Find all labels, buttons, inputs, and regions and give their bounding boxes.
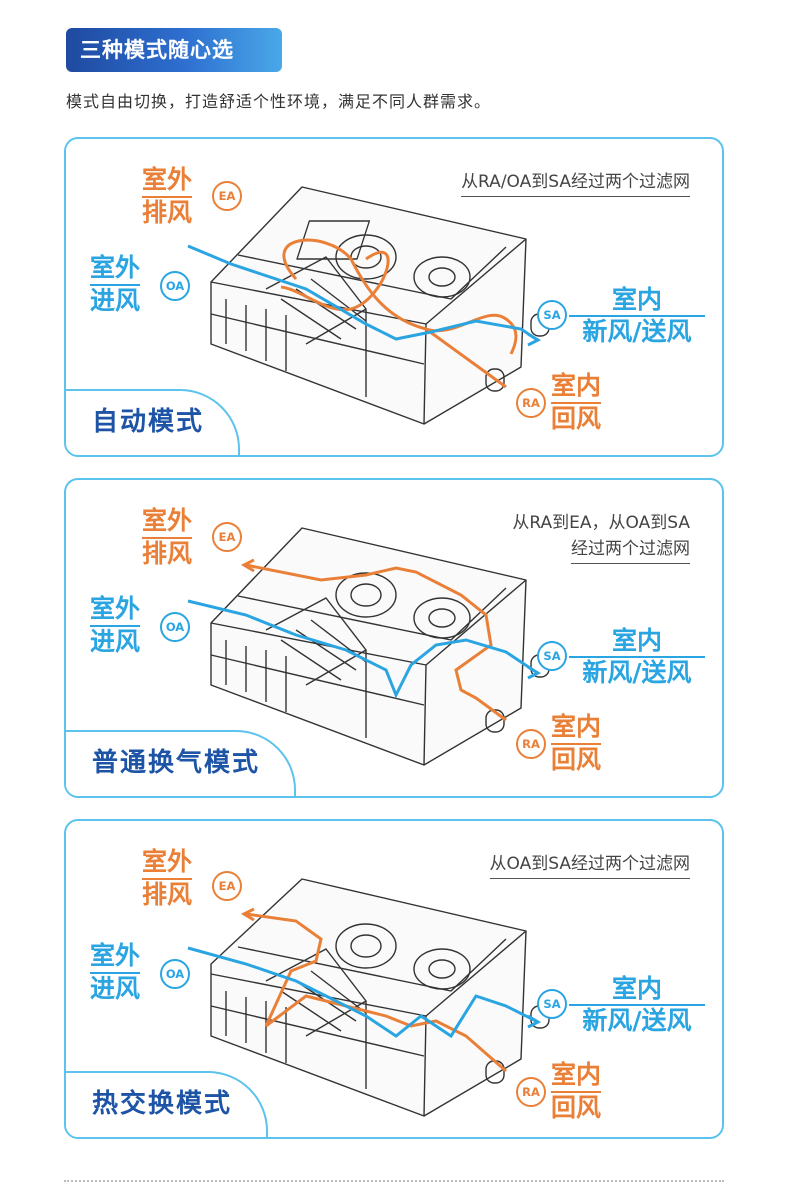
oa-to-sa-airflow: [187, 946, 537, 1039]
oa-code-badge: OA: [160, 959, 190, 989]
mode-panel-auto: 从RA/OA到SA经过两个过滤网 室外排风 EA 室外进风 OA SA 室内 新…: [64, 137, 724, 457]
section-subtitle: 模式自由切换，打造舒适个性环境，满足不同人群需求。: [66, 92, 492, 111]
oa-code-badge: OA: [160, 612, 190, 642]
ventilator-diagram: [187, 527, 550, 766]
ra-code-badge: RA: [516, 388, 546, 418]
ra-label: 室内回风: [551, 371, 602, 433]
sa-code-badge: SA: [537, 989, 567, 1019]
ra-code-badge: RA: [516, 1077, 546, 1107]
mode-name-tab: 热交换模式: [66, 1071, 269, 1137]
section-divider: [64, 1180, 724, 1182]
mode-name-tab: 自动模式: [66, 389, 241, 455]
oa-code-badge: OA: [160, 271, 190, 301]
sa-label: 室内 新风/送风: [569, 285, 705, 347]
sa-label: 室内 新风/送风: [569, 974, 705, 1036]
sa-code-badge: SA: [537, 641, 567, 671]
sa-label: 室内 新风/送风: [569, 626, 705, 688]
ra-to-ea-airflow: [245, 912, 507, 1073]
ea-code-badge: EA: [212, 522, 242, 552]
mode-note: 从RA/OA到SA经过两个过滤网: [461, 169, 690, 197]
oa-label: 室外进风: [90, 253, 141, 315]
ra-code-badge: RA: [516, 729, 546, 759]
ea-code-badge: EA: [212, 181, 242, 211]
oa-to-sa-airflow: [187, 599, 537, 699]
mode-panel-normal-ventilation: 从RA到EA，从OA到SA 经过两个过滤网 室外排风 EA 室外进风 OA SA…: [64, 478, 724, 798]
ea-label: 室外排风: [142, 506, 193, 568]
sa-code-badge: SA: [537, 300, 567, 330]
section-title: 三种模式随心选: [66, 28, 282, 72]
oa-label: 室外进风: [90, 941, 141, 1003]
oa-label: 室外进风: [90, 594, 141, 656]
ea-code-badge: EA: [212, 871, 242, 901]
oa-to-sa-airflow: [187, 244, 537, 341]
ra-label: 室内回风: [551, 712, 602, 774]
ea-label: 室外排风: [142, 165, 193, 227]
ra-to-sa-airflow: [282, 238, 518, 355]
ventilator-diagram: [187, 878, 550, 1117]
ra-label: 室内回风: [551, 1060, 602, 1122]
mode-name-tab: 普通换气模式: [66, 730, 297, 796]
mode-panel-heat-exchange: 从OA到SA经过两个过滤网 室外排风 EA 室外进风 OA SA 室内 新风/送…: [64, 819, 724, 1139]
mode-note: 从OA到SA经过两个过滤网: [489, 851, 690, 879]
mode-note: 从RA到EA，从OA到SA 经过两个过滤网: [512, 510, 690, 564]
ea-label: 室外排风: [142, 847, 193, 909]
ra-to-ea-airflow: [245, 563, 507, 722]
